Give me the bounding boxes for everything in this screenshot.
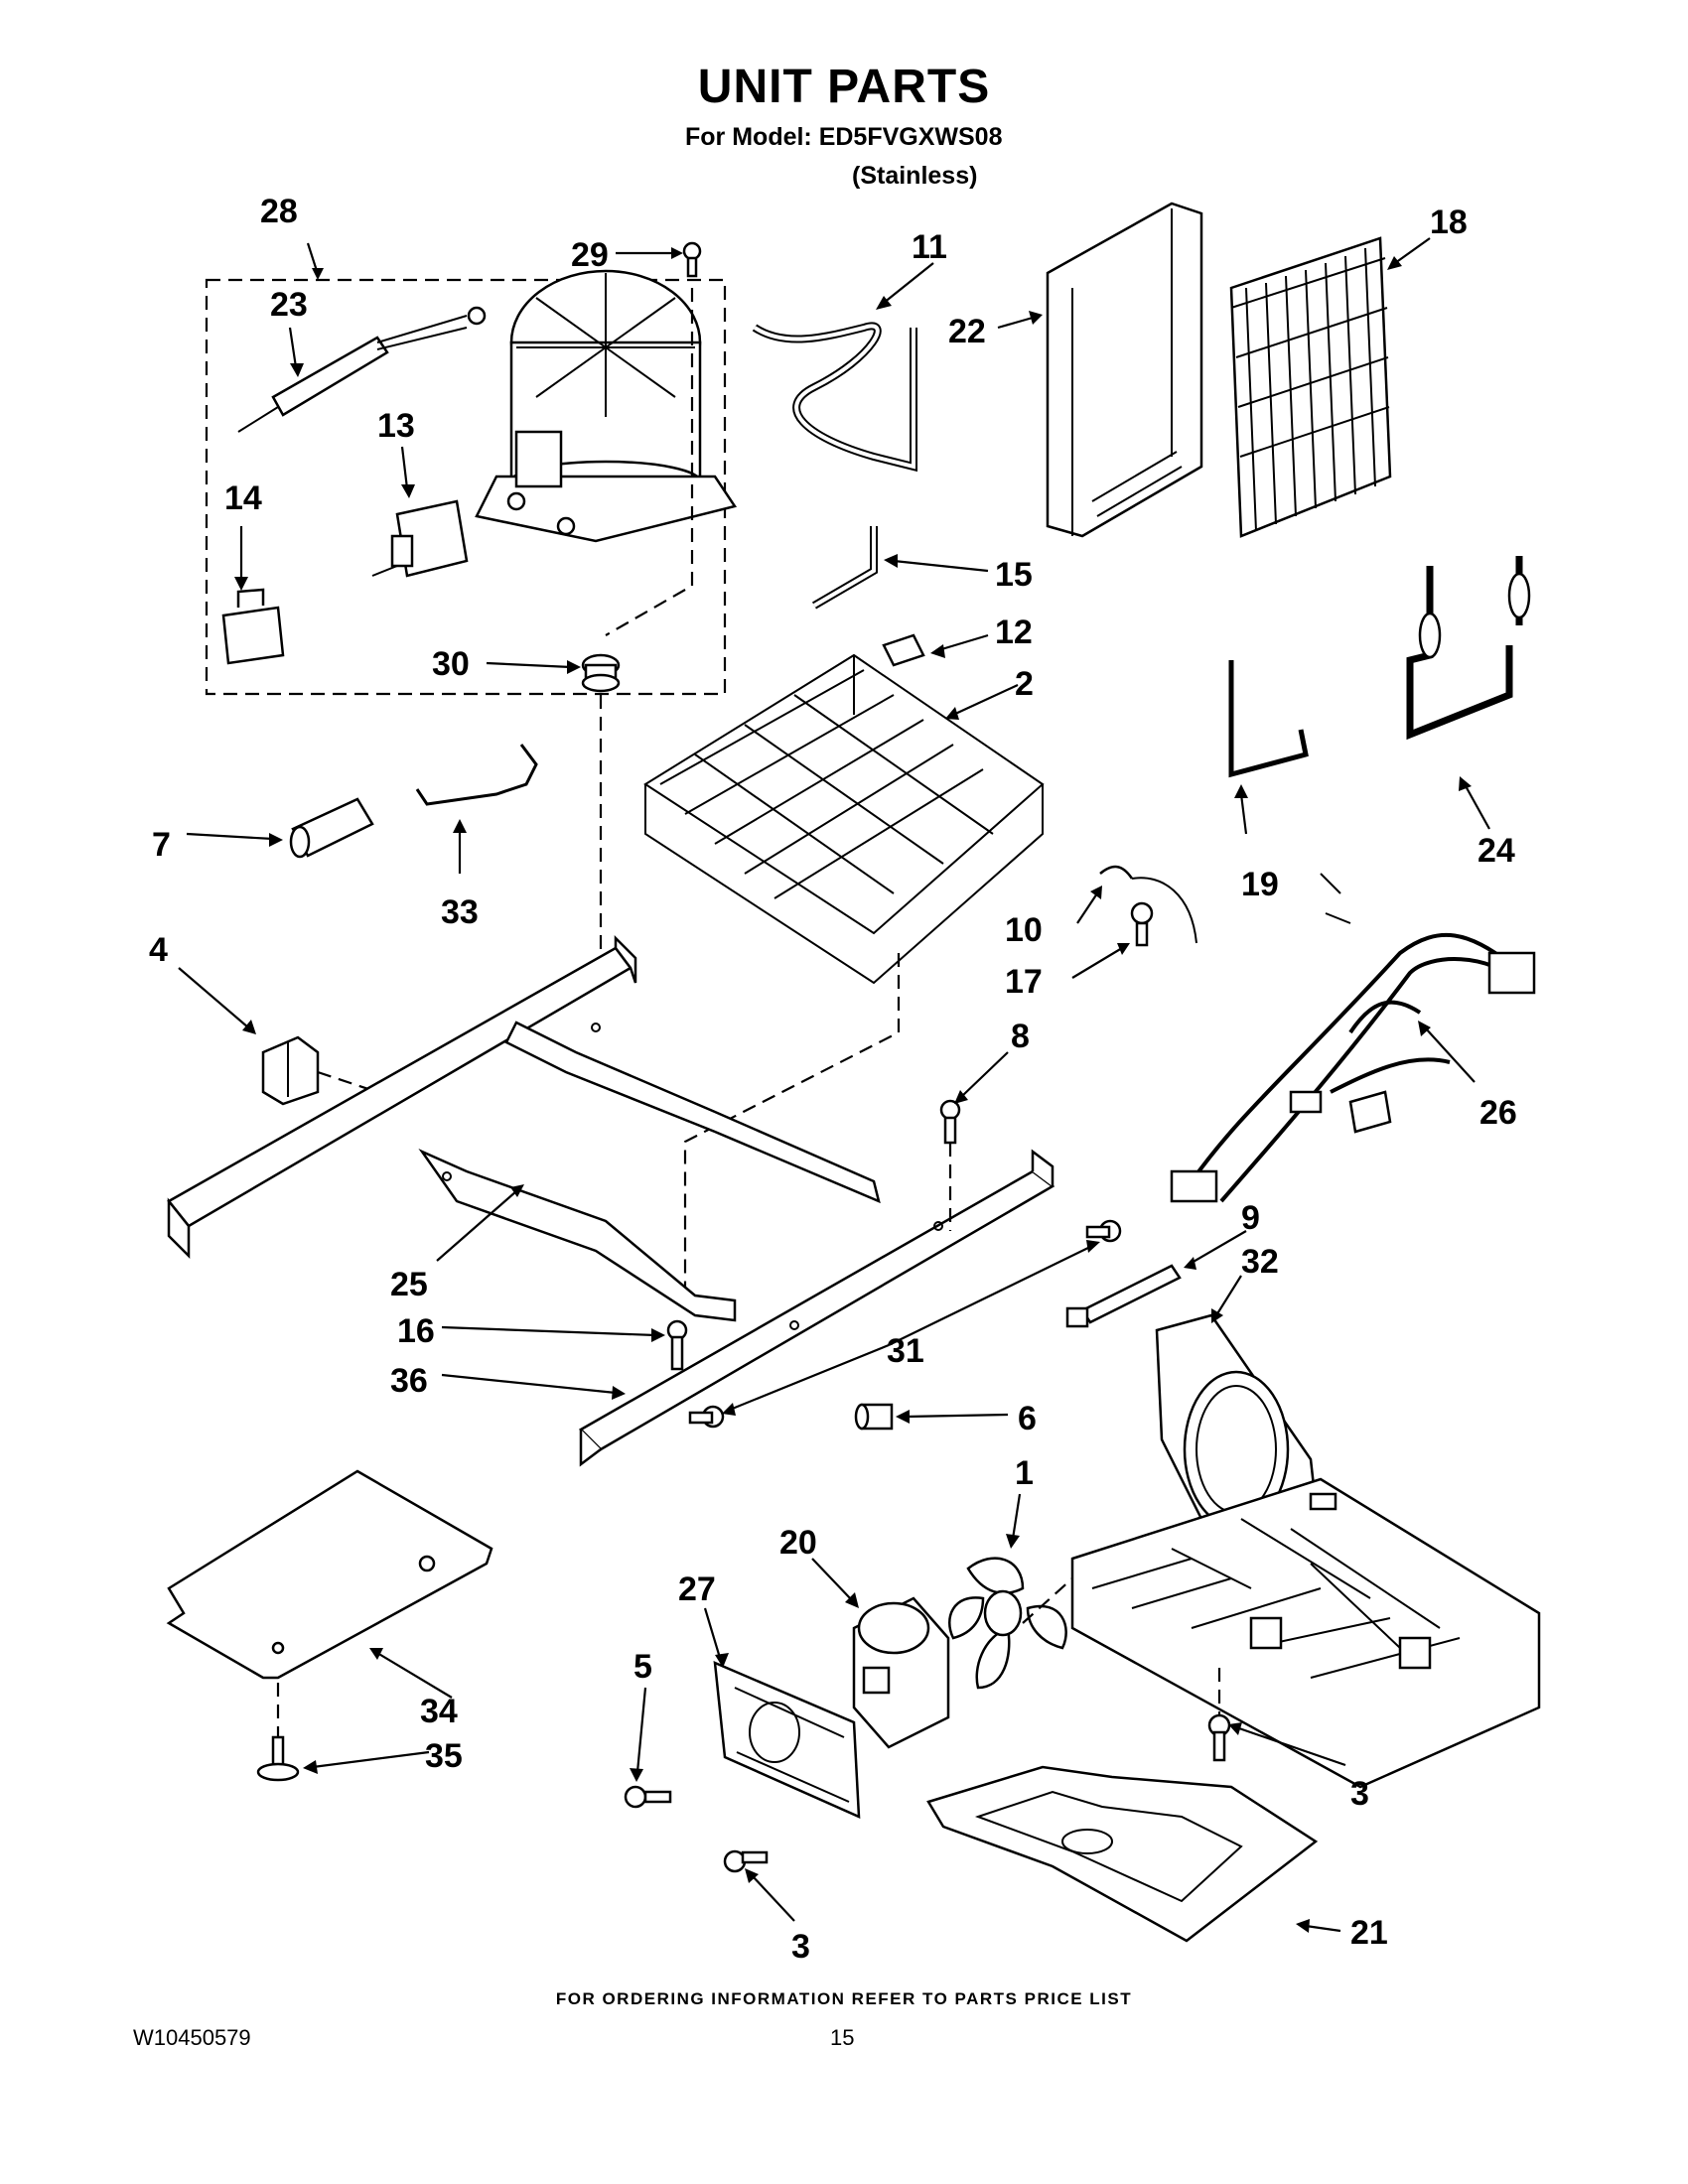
- bottom-panel: [1070, 1477, 1541, 1789]
- callout-9: 9: [1241, 1199, 1260, 1237]
- tube-11: [752, 322, 917, 473]
- callout-25: 25: [390, 1266, 428, 1303]
- clip-12: [882, 633, 925, 667]
- callout-7: 7: [152, 826, 171, 864]
- callout-4: 4: [149, 931, 168, 969]
- cover-plate-34: [166, 1469, 493, 1680]
- callout-12: 12: [995, 614, 1033, 651]
- callout-34: 34: [420, 1693, 458, 1730]
- callout-20: 20: [779, 1524, 817, 1562]
- screw-29: [682, 241, 702, 278]
- screw-31: [688, 1219, 1122, 1429]
- callout-18: 18: [1430, 204, 1468, 241]
- fan-motor-20: [852, 1596, 950, 1749]
- callout-3-right: 3: [1350, 1775, 1369, 1813]
- bracket-19: [1228, 660, 1309, 778]
- drier-23: [237, 306, 487, 433]
- document-number: W10450579: [133, 2025, 251, 2050]
- callout-26: 26: [1479, 1094, 1517, 1132]
- overload-14: [221, 588, 285, 665]
- callout-14: 14: [224, 479, 262, 517]
- tube-15: [811, 526, 878, 610]
- callout-29: 29: [571, 236, 609, 274]
- evaporator-18: [1229, 236, 1392, 538]
- page-header: UNIT PARTS: [0, 60, 1688, 114]
- screw-3-bottom: [723, 1849, 769, 1873]
- callout-2: 2: [1015, 665, 1034, 703]
- callout-15: 15: [995, 556, 1033, 594]
- screw-5: [624, 1785, 672, 1809]
- callout-17: 17: [1005, 963, 1043, 1001]
- callout-8: 8: [1011, 1018, 1030, 1055]
- tube-24: [1406, 556, 1531, 741]
- wire-harness-26: [1170, 873, 1536, 1203]
- callout-35: 35: [425, 1737, 463, 1775]
- bushing-6: [854, 1403, 894, 1431]
- callout-23: 23: [270, 286, 308, 324]
- callout-5: 5: [633, 1648, 652, 1686]
- callout-24: 24: [1477, 832, 1515, 870]
- light-socket-10: [1099, 865, 1197, 947]
- callout-31: 31: [887, 1332, 924, 1370]
- callout-30: 30: [432, 645, 470, 683]
- ordering-note: FOR ORDERING INFORMATION REFER TO PARTS …: [555, 1989, 1133, 2008]
- tube-7: [289, 797, 374, 859]
- wire-33: [415, 744, 538, 806]
- screw-16: [666, 1319, 688, 1371]
- evaporator-cover-22: [1046, 202, 1203, 538]
- frame-rails: [167, 934, 1055, 1467]
- motor-bracket-27: [713, 1661, 861, 1819]
- drain-pan-21: [926, 1765, 1319, 1943]
- callout-13: 13: [377, 407, 415, 445]
- screw-8: [939, 1099, 961, 1145]
- callout-21: 21: [1350, 1914, 1388, 1952]
- screw-35: [256, 1735, 300, 1782]
- variant-line: (Stainless): [852, 162, 978, 190]
- page-title: UNIT PARTS: [697, 61, 991, 113]
- bracket-4: [261, 1035, 320, 1106]
- cable-tie-9: [1065, 1264, 1182, 1328]
- callout-6: 6: [1018, 1400, 1037, 1437]
- screw-3-right: [1207, 1713, 1231, 1762]
- callout-27: 27: [678, 1570, 716, 1608]
- callout-3-bottom: 3: [791, 1928, 810, 1966]
- relay-13: [371, 499, 469, 578]
- callout-11: 11: [912, 228, 947, 266]
- model-line: For Model: ED5FVGXWS08: [685, 123, 1003, 151]
- callout-10: 10: [1005, 911, 1043, 949]
- compressor-assembly-box: [205, 278, 727, 696]
- compressor-part: [475, 269, 738, 543]
- callout-28: 28: [260, 193, 298, 230]
- callout-32: 32: [1241, 1243, 1279, 1281]
- fan-blade-1: [948, 1557, 1067, 1690]
- callout-19: 19: [1241, 866, 1279, 903]
- callout-16: 16: [397, 1312, 435, 1350]
- callout-1: 1: [1015, 1454, 1034, 1492]
- callout-22: 22: [948, 313, 986, 350]
- callout-33: 33: [441, 893, 479, 931]
- page-number: 15: [830, 2025, 855, 2050]
- defrost-heater-2: [643, 653, 1045, 985]
- grommet-30: [581, 653, 621, 693]
- callout-36: 36: [390, 1362, 428, 1400]
